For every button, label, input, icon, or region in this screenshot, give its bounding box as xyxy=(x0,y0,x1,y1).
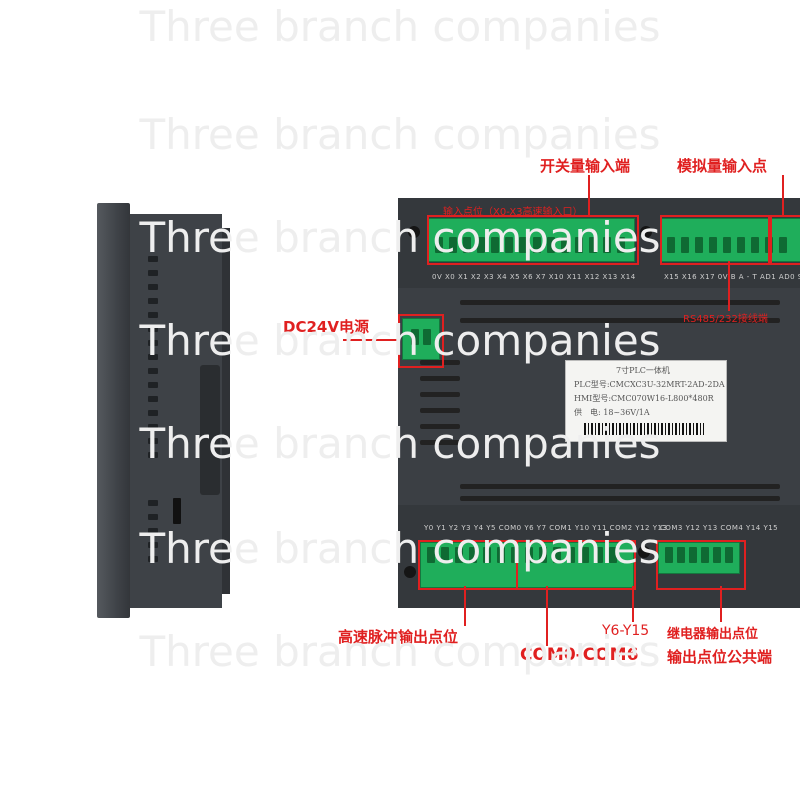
watermark: Three branch companies xyxy=(139,110,661,159)
annotation-rs485: RS485/232接线端 xyxy=(683,314,768,325)
dc24v-terminal xyxy=(402,318,440,360)
device-side-panel xyxy=(97,203,130,618)
annotation-dc24v: DC24V电源 xyxy=(283,318,369,336)
model-label-plate: 7寸PLC一体机 PLC型号:CMCXC3U-32MRT-2AD-2DA HMI… xyxy=(565,360,727,442)
annotation-com: COM0-COM6 xyxy=(520,645,639,665)
vent-slot xyxy=(460,496,780,501)
vent xyxy=(148,368,158,374)
vent xyxy=(148,396,158,402)
vent xyxy=(148,256,158,262)
vent-slot xyxy=(420,360,460,365)
label-plc-model: PLC型号:CMCXC3U-32MRT-2AD-2DA xyxy=(574,380,725,389)
vent xyxy=(148,514,158,520)
vent xyxy=(148,410,158,416)
line-analog-input xyxy=(782,175,784,215)
terminal-block-analog-input xyxy=(660,218,800,262)
vent-slot xyxy=(420,408,460,413)
box-relay xyxy=(656,540,746,590)
device-side-back xyxy=(222,228,230,594)
terminal-block-relay-output xyxy=(658,542,740,574)
vent xyxy=(148,424,158,430)
annotation-analog-input: 模拟量输入点 xyxy=(677,157,768,175)
bottom-left-terminal-labels: Y0 Y1 Y2 Y3 Y4 Y5 COM0 Y6 Y7 COM1 Y10 Y1… xyxy=(424,524,668,532)
line-com xyxy=(546,586,548,646)
terminal-block-output xyxy=(420,542,634,588)
box-dc24v xyxy=(398,314,444,368)
vent xyxy=(148,270,158,276)
label-title: 7寸PLC一体机 xyxy=(616,366,670,375)
box-high-speed xyxy=(418,540,518,590)
vent-slot xyxy=(420,376,460,381)
vent-slot xyxy=(460,484,780,489)
vent xyxy=(148,284,158,290)
label-hmi-model: HMI型号:CMC070W16-L800*480R xyxy=(574,394,714,403)
box-analog-mid xyxy=(660,215,772,265)
box-com xyxy=(516,540,636,590)
annotation-switch-input: 开关量输入端 xyxy=(540,157,631,175)
line-y6-y15 xyxy=(632,586,634,622)
line-dc24v xyxy=(343,339,399,341)
vent xyxy=(148,528,158,534)
side-connector xyxy=(200,365,220,495)
annotation-relay-output: 继电器输出点位 xyxy=(667,627,759,642)
vent xyxy=(148,354,158,360)
line-switch-input xyxy=(588,175,590,215)
annotation-input-points: 输入点位（X0-X3高速输入口） xyxy=(443,207,583,218)
vent-slot xyxy=(460,318,780,323)
screw-icon xyxy=(638,546,650,558)
screw-icon xyxy=(408,226,420,238)
vent xyxy=(148,500,158,506)
annotation-high-speed-pulse: 高速脉冲输出点位 xyxy=(338,628,459,646)
line-high-speed xyxy=(464,586,466,626)
vent xyxy=(148,382,158,388)
vent xyxy=(148,542,158,548)
vent-slot xyxy=(420,440,460,445)
vent xyxy=(148,326,158,332)
vent-slot xyxy=(420,424,460,429)
box-analog-right xyxy=(768,215,800,265)
terminal-block-switch-input xyxy=(428,218,635,262)
line-rs485 xyxy=(728,261,730,311)
top-left-terminal-labels: 0V X0 X1 X2 X3 X4 X5 X6 X7 X10 X11 X12 X… xyxy=(432,273,636,281)
usb-port-icon xyxy=(173,498,181,524)
screw-icon xyxy=(640,226,652,238)
vent-slot xyxy=(460,300,780,305)
screw-icon xyxy=(404,566,416,578)
box-switch-input xyxy=(427,215,639,265)
vent-slot xyxy=(420,392,460,397)
vent xyxy=(148,452,158,458)
bottom-right-terminal-labels: COM3 Y12 Y13 COM4 Y14 Y15 xyxy=(660,524,779,532)
annotation-y6-y15: Y6-Y15 xyxy=(602,623,650,639)
vent xyxy=(148,312,158,318)
label-power: 供 电: 18~36V/1A xyxy=(574,408,650,417)
annotation-output-common: 输出点位公共端 xyxy=(667,648,773,666)
top-right-terminal-labels: X15 X16 X17 0V B A - T AD1 AD0 S xyxy=(664,273,800,281)
line-relay xyxy=(720,586,722,622)
watermark: Three branch companies xyxy=(139,2,661,51)
barcode-icon xyxy=(584,423,704,435)
vent xyxy=(148,556,158,562)
vent xyxy=(148,340,158,346)
vent xyxy=(148,438,158,444)
vent xyxy=(148,298,158,304)
